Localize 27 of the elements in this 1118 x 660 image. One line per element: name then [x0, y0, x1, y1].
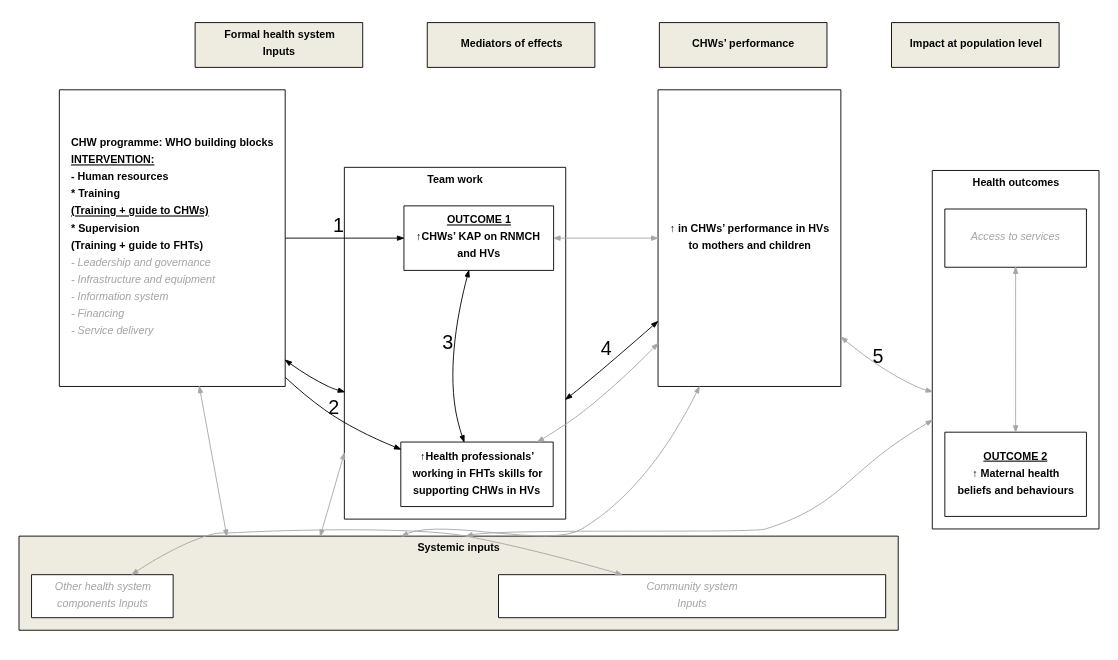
node-box: Formal health system Inputs: [194, 22, 364, 68]
arrow: [840, 336, 933, 393]
node-box: CHWs’ performance: [658, 22, 828, 68]
arrow: [284, 359, 345, 393]
node-box: OUTCOME 2 ↑ Maternal health beliefs and behaviours: [944, 431, 1087, 517]
arrow: [565, 321, 659, 400]
arrow: [197, 386, 229, 537]
edge-label: 2: [328, 395, 340, 418]
node-box: ↑Health professionals’ working in FHTs skills for supporting CHWs in HVs: [400, 441, 554, 507]
edge-label: 3: [442, 331, 454, 354]
node-box: Mediators of effects: [426, 22, 596, 68]
arrow: [553, 235, 659, 241]
arrow: [284, 235, 405, 241]
arrow: [284, 376, 402, 450]
node-box: Other health system components Inputs: [31, 574, 174, 619]
node-box: Community system Inputs: [498, 574, 887, 619]
node-box: CHW programme: WHO building blocks INTERVENTION: - Human resources * Training (Training + guide to CHWs) * Supervision (Training + guide to FHTs) - Leadership and governance - Infrastructure and equipment - Information system - Financing - Service delivery: [58, 89, 286, 387]
edge-label: 1: [333, 214, 345, 237]
node-box: OUTCOME 1 ↑CHWs’ KAP on RNMCH and HVs: [403, 205, 555, 271]
node-box: Impact at population level: [891, 22, 1060, 68]
node-box: Access to services: [944, 208, 1087, 268]
arrow: [537, 343, 659, 443]
arrow: [1013, 266, 1019, 433]
node-box: ↑ in CHWs’ performance in HVs to mothers and children: [657, 89, 842, 387]
arrow: [452, 270, 470, 443]
edge-label: 5: [872, 344, 884, 367]
edge-label: 4: [600, 337, 612, 360]
